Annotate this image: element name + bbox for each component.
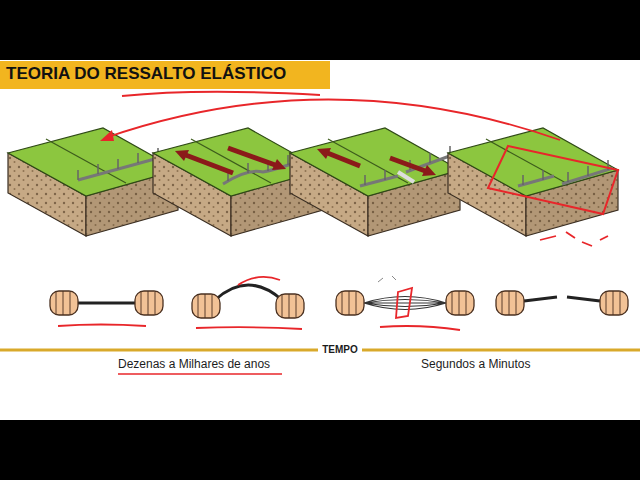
red-marks: [540, 232, 608, 246]
red-arrowhead: [100, 130, 114, 141]
stick-vibrating: [336, 276, 474, 330]
letterbox-bar: [0, 420, 640, 480]
stick-broken: [496, 291, 628, 315]
stick-straight: [50, 291, 163, 326]
red-arc: [105, 99, 560, 140]
fault-block: [448, 128, 618, 236]
letterbox-bar: [0, 0, 640, 60]
time-label: Dezenas a Milhares de anos: [118, 357, 270, 371]
time-label: Segundos a Minutos: [421, 357, 530, 371]
fault-block: [290, 128, 460, 236]
title: TEORIA DO RESSALTO ELÁSTICO: [6, 64, 286, 84]
stick-bent: [192, 277, 304, 329]
red-underline: [122, 92, 320, 96]
axis-label: TEMPO: [318, 344, 362, 355]
red-underline: [118, 373, 282, 375]
title-band: [0, 61, 330, 89]
